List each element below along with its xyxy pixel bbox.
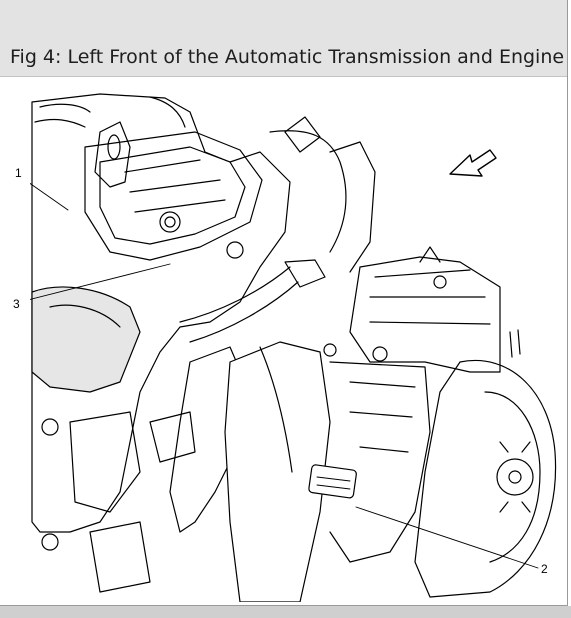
- oil-pan: [31, 286, 141, 393]
- figure-title: Fig 4: Left Front of the Automatic Trans…: [10, 46, 565, 68]
- valve-cover: [84, 131, 263, 261]
- bell-housing: [414, 359, 557, 598]
- harness: [269, 130, 347, 253]
- leader-line-3: [30, 263, 171, 300]
- leader-line-1: [30, 182, 69, 211]
- direction-arrow-icon: [449, 149, 497, 177]
- engine-block: [31, 93, 291, 533]
- transmission-top: [349, 256, 501, 373]
- coolant-pipe: [179, 266, 299, 343]
- electrical-connector: [308, 464, 357, 499]
- title-bar: Fig 4: Left Front of the Automatic Trans…: [0, 0, 567, 77]
- figure-frame: Fig 4: Left Front of the Automatic Trans…: [0, 0, 568, 606]
- transmission-case: [224, 341, 331, 602]
- callout-1: 1: [15, 166, 22, 180]
- bottom-strip: [0, 606, 571, 618]
- engine-transmission-diagram: [30, 93, 557, 602]
- lifting-eye: [94, 121, 131, 188]
- callout-3: 3: [13, 297, 20, 311]
- callout-2: 2: [541, 562, 548, 576]
- leader-line-2: [355, 506, 539, 569]
